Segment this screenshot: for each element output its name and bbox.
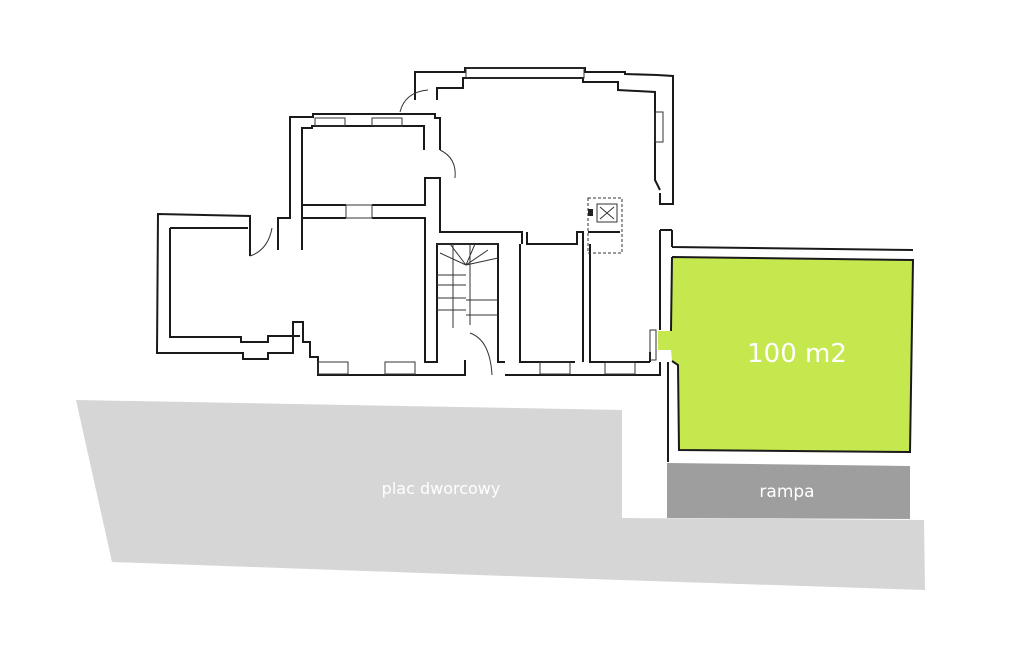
unit-wall-top [659, 229, 914, 330]
windows [314, 111, 664, 375]
window [465, 67, 585, 79]
staircase [437, 243, 499, 376]
station-square-area[interactable] [76, 400, 925, 590]
left-wing-door-swing [249, 227, 273, 257]
unit-area-label: 100 m2 [747, 339, 847, 369]
unit-door [649, 329, 657, 361]
ramp-label: rampa [759, 482, 814, 502]
ramp-area[interactable] [667, 463, 910, 519]
left-wing-walls [155, 212, 466, 376]
window [345, 204, 373, 219]
highlighted-unit-area[interactable] [658, 257, 913, 452]
top-right-block-walls [414, 67, 674, 376]
upper-left-room-walls [277, 113, 523, 363]
station-square-label: plac dworcowy [382, 479, 501, 498]
door-swing [439, 149, 456, 179]
elevator-icon [587, 197, 623, 254]
unit-outline [670, 256, 915, 454]
entry-door-swing [399, 89, 429, 113]
